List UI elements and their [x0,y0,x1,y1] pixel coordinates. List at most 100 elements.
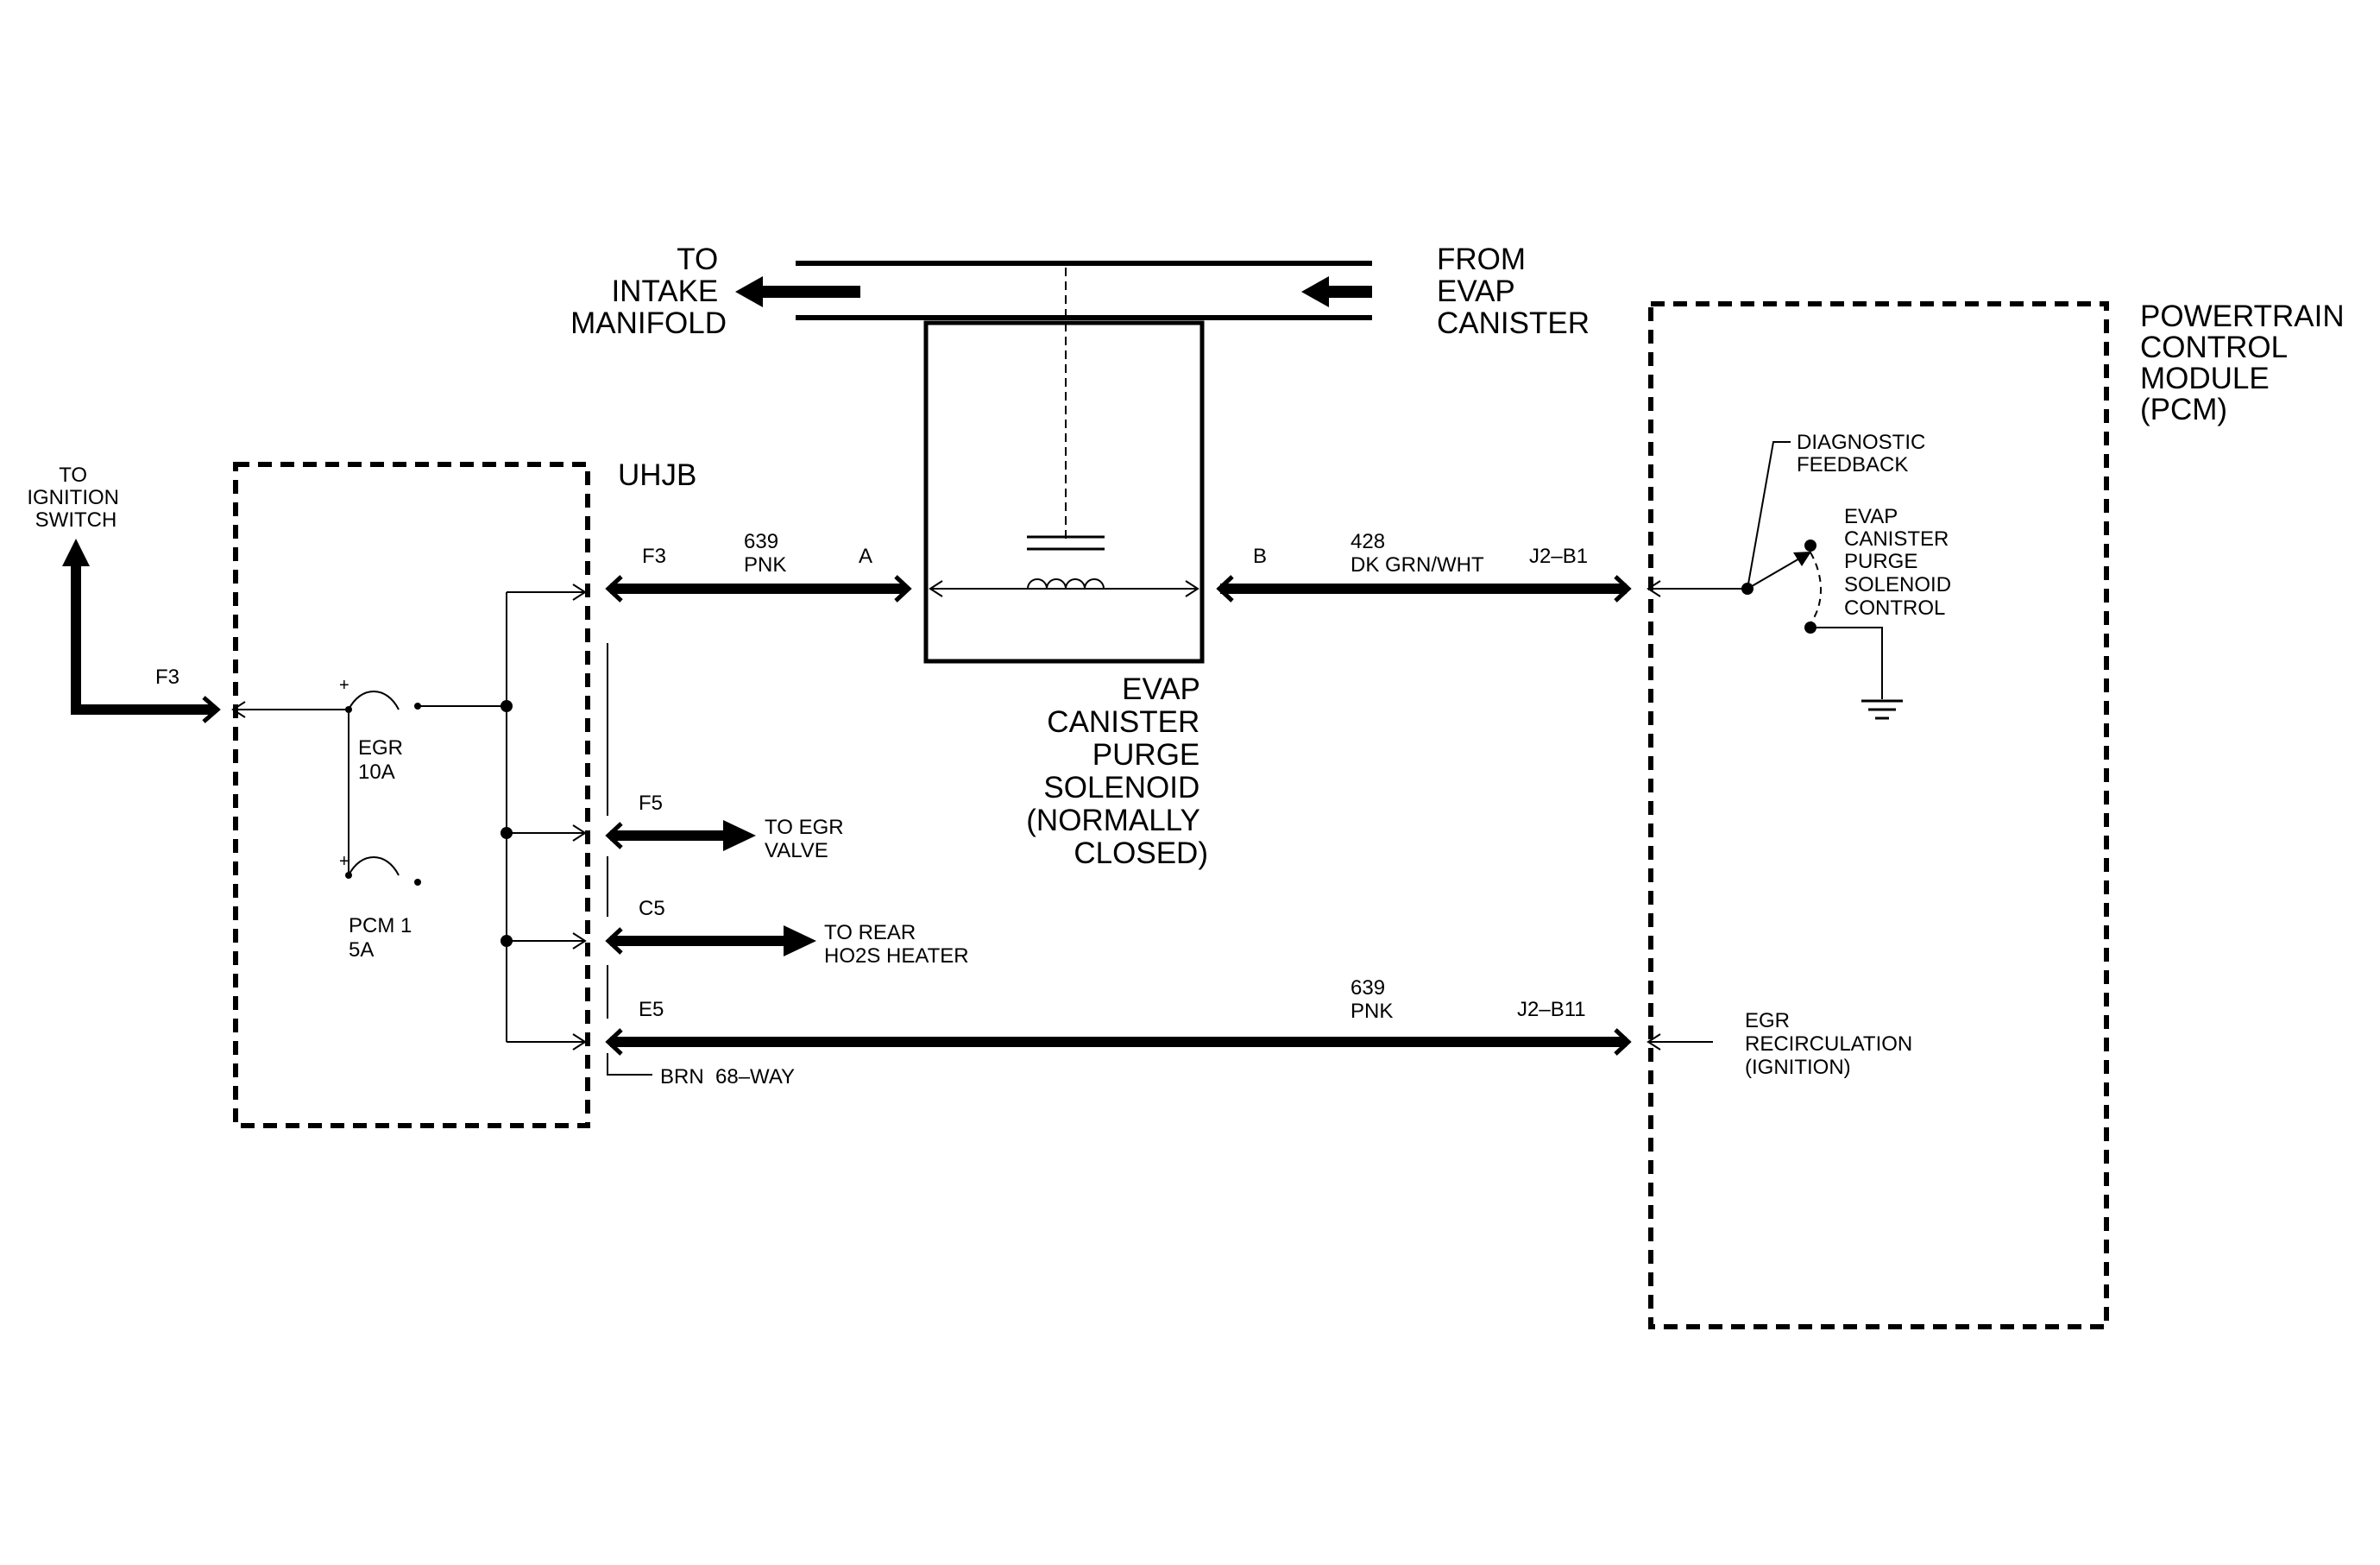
c4-dest: TO REAR HO2S HEATER [824,921,969,968]
pcm-internal-driver [1646,441,1903,1051]
connector-j2-b11-icon [1614,1028,1632,1056]
connector-c5-icon [605,927,623,955]
from-canister-label: FROM EVAP CANISTER [1437,243,1590,340]
connector-f3-icon [605,575,623,603]
ground-icon [1861,699,1903,720]
solenoid-body [923,320,1205,664]
connector-note-leader [607,1053,652,1076]
c3-dest-line-2: VALVE [765,839,828,862]
c4-terminal: C5 [639,897,665,920]
pcm-title-line-1: POWERTRAIN [2140,300,2345,333]
switch-icon [1747,557,1802,590]
coil-lead-arrow-left-icon [929,580,943,597]
bus-node-f3 [501,700,513,712]
from-canister-line-1: FROM [1437,243,1526,276]
pcm-egr-label: EGR RECIRCULATION (IGNITION) [1745,1009,1918,1079]
connector-e5-icon [605,1028,623,1056]
c4-dest-line-2: HO2S HEATER [824,944,969,968]
fuse-egr-end-left [345,706,352,713]
solenoid-name-line-2: CANISTER [1047,705,1199,739]
pcm-module-outline [1648,301,2109,1329]
from-canister-line-2: EVAP [1437,275,1514,308]
uhjb-internal-wiring: + + [231,584,608,1051]
circuit-c5-to-ho2s [605,925,816,956]
ignition-terminal-label: F3 [155,666,179,689]
c3-dest-line-1: TO EGR [765,816,844,839]
to-intake-line-1: TO [677,243,718,276]
ignition-feed-wire [71,557,214,715]
to-intake-line-3: MANIFOLD [570,306,727,340]
fuse-egr-icon [348,691,400,710]
c5-pcm-pin: J2–B11 [1517,998,1586,1021]
uhjb-title: UHJB [618,458,696,492]
solenoid-name-line-1: EVAP [1122,672,1199,706]
fuse-egr-rating: 10A [358,760,395,784]
c3-terminal: F5 [639,792,663,815]
ignition-up-arrow-icon [62,539,90,566]
vacuum-pipe [796,261,1372,544]
diag-line-1: DIAGNOSTIC [1797,431,1925,454]
fuse-egr-name: EGR [358,736,403,760]
circuit-639-pnk-to-pcm [605,1028,1632,1076]
c2-wire-label: 428 DK GRN/WHT [1351,530,1484,577]
c4-dest-line-1: TO REAR [824,921,916,944]
fuse-pcm-end-left [345,872,352,879]
bus-arrow-c5-icon [572,932,587,950]
solenoid-name-line-5: (NORMALLY [1026,804,1199,837]
c5-terminal: E5 [639,998,664,1021]
to-egr-arrow-icon [723,820,756,851]
fuse-pcm-plus: + [339,852,349,871]
pcm-control-label: EVAP CANISTER PURGE SOLENOID CONTROL [1844,505,1957,620]
diag-feedback-leader [1747,441,1791,590]
ignition-line-1: TO [59,464,87,487]
bus-arrow-e5-icon [572,1033,587,1051]
diag-feedback-label: DIAGNOSTIC FEEDBACK [1797,431,1931,476]
uhjb-module-outline [233,462,590,1128]
connector-j2-b1-icon [1614,575,1632,603]
circuit-f5-to-egr [605,820,756,851]
c2-color: DK GRN/WHT [1351,553,1484,577]
bus-arrow-f3-icon [572,584,587,601]
connector-pin-b-icon [1216,575,1234,603]
solenoid-pin-a: A [859,545,872,568]
fuse-egr-plus: + [339,676,349,695]
connector-note: BRN 68–WAY [660,1065,795,1089]
from-canister-line-3: CANISTER [1437,306,1590,340]
pcm-title-line-3: MODULE [2140,362,2270,395]
circuit-639-pnk-to-solenoid [605,575,912,603]
fuse-pcm-name: PCM 1 [349,914,412,937]
coil-lead-arrow-right-icon [1185,580,1199,597]
coil-icon [1027,578,1105,590]
connector-pin-a-icon [894,575,912,603]
solenoid-name-line-6: CLOSED) [1074,836,1208,870]
c3-dest: TO EGR VALVE [765,816,849,862]
pcm-title: POWERTRAIN CONTROL MODULE (PCM) [2140,300,2352,426]
connector-f5-icon [605,822,623,849]
to-intake-manifold-arrow-icon [735,276,860,307]
c2-pcm-pin: J2–B1 [1529,545,1588,568]
solenoid-name: EVAP CANISTER PURGE SOLENOID (NORMALLY C… [1026,672,1208,870]
bus-arrow-f5-icon [572,824,587,842]
c1-number: 639 [744,530,778,553]
pcm-title-line-4: (PCM) [2140,393,2227,426]
fuse-pcm-label: PCM 1 5A [349,914,418,962]
control-line-3: PURGE [1844,550,1917,573]
control-line-4: SOLENOID [1844,573,1951,596]
solenoid-name-line-3: PURGE [1092,738,1199,772]
ignition-feed [62,539,221,723]
c1-terminal: F3 [642,545,666,568]
c1-color: PNK [744,553,786,577]
solenoid-name-line-4: SOLENOID [1043,771,1199,805]
control-line-5: CONTROL [1844,596,1945,620]
fuse-egr-label: EGR 10A [358,736,409,784]
c1-wire-label: 639 PNK [744,530,786,577]
pcm-title-line-2: CONTROL [2140,331,2288,364]
fuse-pcm-end-right [414,879,421,886]
switch-arrowhead-icon [1793,552,1811,566]
c5-color: PNK [1351,1000,1393,1023]
c5-wire-label: 639 PNK [1351,976,1393,1023]
switch-link-dashed [1810,552,1822,624]
switch-to-ground-wire [1810,627,1883,699]
solenoid-pin-b: B [1253,545,1267,568]
